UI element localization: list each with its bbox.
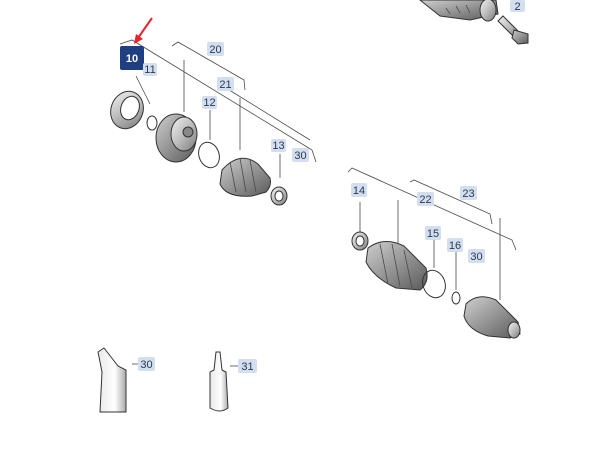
label-16[interactable]: 16 — [447, 238, 463, 252]
circlip-lower — [451, 291, 461, 305]
small-clamp-lower — [351, 231, 369, 251]
shaft-end-top — [419, 0, 499, 22]
label-11[interactable]: 11 — [143, 63, 157, 76]
svg-text:16: 16 — [449, 240, 461, 252]
svg-text:14: 14 — [353, 185, 365, 197]
rubber-boot-upper — [219, 157, 271, 197]
label-20[interactable]: 20 — [207, 42, 224, 56]
svg-text:2: 2 — [514, 1, 520, 13]
svg-text:30: 30 — [140, 359, 152, 371]
svg-text:10: 10 — [126, 53, 138, 65]
outer-joint-part — [463, 296, 521, 339]
joint-hub-part — [155, 113, 198, 163]
label-22[interactable]: 22 — [417, 192, 434, 206]
rubber-boot-lower — [365, 241, 428, 291]
label-10-selected[interactable]: 10 — [120, 46, 144, 70]
selection-arrow-icon — [134, 17, 153, 44]
label-15[interactable]: 15 — [425, 226, 441, 240]
svg-text:11: 11 — [144, 64, 155, 76]
bracket-lines-upper — [119, 39, 317, 178]
svg-text:12: 12 — [203, 97, 215, 109]
label-13[interactable]: 13 — [271, 139, 286, 152]
label-12[interactable]: 12 — [202, 96, 217, 109]
bolt-part — [497, 15, 529, 45]
circlip-part — [146, 115, 158, 131]
svg-text:22: 22 — [419, 194, 431, 206]
hose-clamp-part — [198, 141, 220, 169]
label-30-grease[interactable]: 30 — [138, 357, 155, 371]
sealant-bottle-icon — [209, 351, 238, 412]
svg-text:21: 21 — [219, 79, 231, 91]
svg-text:30: 30 — [470, 251, 482, 263]
label-2[interactable]: 2 — [510, 0, 525, 13]
boot-ring-part — [110, 90, 144, 130]
svg-text:23: 23 — [462, 188, 474, 200]
label-30-upper[interactable]: 30 — [292, 148, 309, 162]
grease-tube-icon — [97, 347, 138, 413]
svg-text:15: 15 — [427, 228, 439, 240]
label-14[interactable]: 14 — [351, 183, 367, 197]
hose-clamp-lower — [422, 269, 446, 299]
svg-text:31: 31 — [241, 361, 253, 373]
label-23[interactable]: 23 — [460, 186, 477, 200]
svg-text:20: 20 — [209, 44, 221, 56]
small-clamp-upper — [270, 186, 288, 206]
svg-text:13: 13 — [272, 140, 284, 152]
label-30-lower[interactable]: 30 — [468, 249, 485, 263]
svg-text:30: 30 — [294, 150, 306, 162]
label-21[interactable]: 21 — [217, 77, 234, 91]
label-31[interactable]: 31 — [238, 359, 257, 373]
